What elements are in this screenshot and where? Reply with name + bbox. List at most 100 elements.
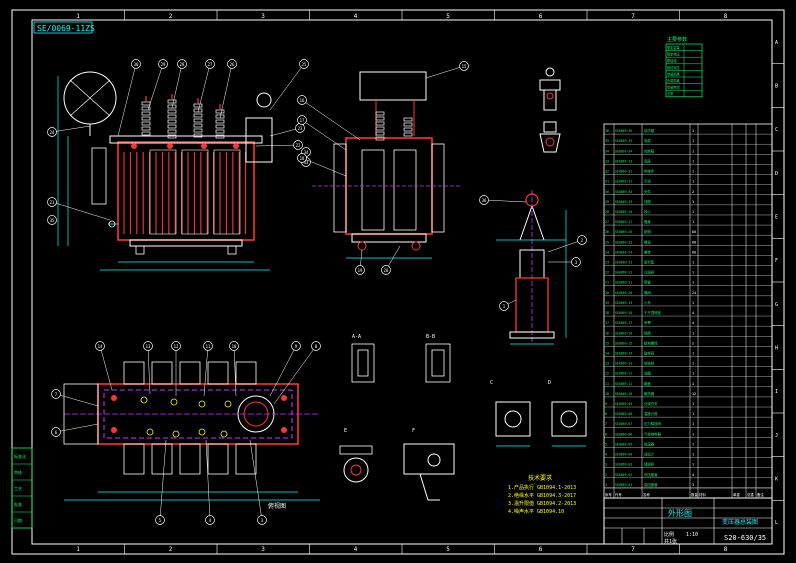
bom-code: SE0069-32 xyxy=(615,170,632,174)
callout-bubble xyxy=(293,140,303,150)
bom-index: 28 xyxy=(605,210,609,214)
row-letter: I xyxy=(775,389,778,395)
bom-qty: 1 xyxy=(692,139,694,143)
bom-qty: 1 xyxy=(692,149,694,153)
bom-name: 密封垫 xyxy=(644,260,655,265)
bom-code: SE0069-25 xyxy=(615,240,632,244)
bom-name: 螺母 xyxy=(644,239,651,244)
callout-number: 6 xyxy=(55,430,58,435)
callout-number: 18 xyxy=(300,156,305,161)
bom-code: SE0069-26 xyxy=(615,230,632,234)
bom-name: 千斤顶底座 xyxy=(644,310,662,315)
bom-code: SE0069-23 xyxy=(615,261,632,265)
bom-qty: 1 xyxy=(692,362,694,366)
bom-code: SE0069-02 xyxy=(615,473,632,477)
col-number-top: 8 xyxy=(724,13,728,20)
bom-index: 9 xyxy=(605,402,607,406)
row-letter: K xyxy=(775,477,778,483)
bom-index: 27 xyxy=(605,220,609,224)
bom-header-cell: 材料 xyxy=(699,492,706,497)
bom-index: 3 xyxy=(605,463,607,467)
callout-bubble xyxy=(155,515,165,525)
bom-code: SE0069-09 xyxy=(615,402,632,406)
bom-name: 吊攀 xyxy=(644,320,651,325)
callout-bubble xyxy=(355,265,365,275)
bom-code: SE0069-22 xyxy=(615,271,632,275)
bom-code: SE0069-31 xyxy=(615,180,632,184)
callout-number: 36 xyxy=(482,198,487,203)
callout-number: 12 xyxy=(174,344,179,349)
bom-name: 器身 xyxy=(644,219,651,224)
bom-index: 10 xyxy=(605,392,609,396)
callout-number: 24 xyxy=(50,130,55,135)
bom-index: 36 xyxy=(605,129,609,133)
col-number-top: 5 xyxy=(446,13,450,20)
callout-bubble xyxy=(158,59,168,69)
stamp-row-label: 标准化 xyxy=(14,453,26,459)
bom-qty: 1 xyxy=(692,402,694,406)
callout-number: 25 xyxy=(302,62,307,67)
bom-qty: 60 xyxy=(692,250,696,254)
callout-bubble xyxy=(571,257,581,267)
bom-header-cell: 单重 xyxy=(733,492,740,497)
callout-number: 30 xyxy=(134,62,139,67)
callout-bubble xyxy=(299,59,309,69)
bom-name: 引线 xyxy=(644,179,651,184)
bom-name: 小车 xyxy=(644,300,651,305)
col-number-bottom: 6 xyxy=(539,546,543,553)
col-number-bottom: 4 xyxy=(354,546,358,553)
callout-bubble xyxy=(51,427,61,437)
row-letter: C xyxy=(775,127,778,133)
bom-qty: 1 xyxy=(692,463,694,467)
notes-title: 技术要求 xyxy=(528,474,552,482)
bom-name: 气体继电器 xyxy=(644,431,662,436)
gauge-icon xyxy=(256,92,272,108)
bom-qty: 1 xyxy=(692,261,694,265)
col-number-bottom: 1 xyxy=(76,546,80,553)
callout-number: 7 xyxy=(55,392,58,397)
detail-label: E xyxy=(344,428,347,434)
bom-qty: 1 xyxy=(692,442,694,446)
bom-index: 20 xyxy=(605,291,609,295)
bom-name: 注油阀 xyxy=(644,270,655,275)
callout-number: 15 xyxy=(462,64,467,69)
code-stamp: SE/0069-11ZS xyxy=(37,24,95,33)
callout-number: 9 xyxy=(295,344,298,349)
bom-qty: 12 xyxy=(692,392,696,396)
bom-name: 底座 xyxy=(644,158,651,163)
bom-code: SE0069-17 xyxy=(615,321,632,325)
bom-code: SE0069-16 xyxy=(615,331,632,335)
callout-bubble xyxy=(297,95,307,105)
callout-bubble xyxy=(297,115,307,125)
bom-name: 储油柜 xyxy=(644,462,655,467)
callout-number: 13 xyxy=(146,344,151,349)
bom-index: 33 xyxy=(605,159,609,163)
top-view-label: 俯视图 xyxy=(268,502,286,510)
bom-code: SE0069-36 xyxy=(615,129,632,133)
bom-name: 油箱 xyxy=(644,371,651,376)
bom-index: 31 xyxy=(605,180,609,184)
bom-index: 8 xyxy=(605,412,607,416)
bom-code: SE0069-14 xyxy=(615,351,632,355)
bom-header-cell: 数量 xyxy=(691,492,698,497)
callout-bubble xyxy=(577,235,587,245)
callout-number: 19 xyxy=(358,268,363,273)
callout-number: 16 xyxy=(300,98,305,103)
title-model: S20-630/35 xyxy=(724,534,766,542)
cable-box xyxy=(91,147,107,205)
top-view-radiators xyxy=(123,361,257,475)
callout-bubble xyxy=(479,195,489,205)
bom-header-cell: 总重 xyxy=(747,492,754,497)
project-name: 变压器总装图 xyxy=(722,518,758,526)
col-number-top: 7 xyxy=(631,13,635,20)
bom-name: 温度计座 xyxy=(644,411,658,416)
callout-number: 22 xyxy=(296,143,301,148)
row-letter: A xyxy=(775,40,778,46)
bushing-assembly xyxy=(496,190,567,345)
tank-cover xyxy=(109,135,263,144)
bom-index: 13 xyxy=(605,362,609,366)
detail-views xyxy=(339,343,587,501)
callout-bubble xyxy=(499,301,509,311)
bom-name: 散热器 xyxy=(644,391,655,396)
